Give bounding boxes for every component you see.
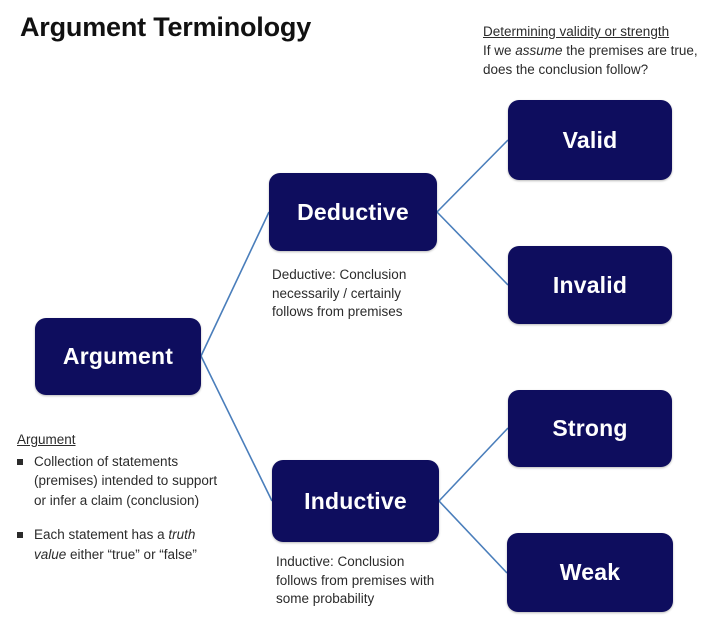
connector-inductive-weak: [438, 500, 508, 574]
node-valid[interactable]: Valid: [508, 100, 672, 180]
validity-note-body: If we assume the premises are true, does…: [483, 41, 727, 79]
list-item-prefix: Each statement has a: [34, 527, 169, 542]
list-item-text: Each statement has a truth value either …: [31, 525, 227, 564]
validity-note-heading: Determining validity or strength: [483, 24, 670, 39]
page-title: Argument Terminology: [20, 12, 312, 42]
connector-deductive-valid: [436, 139, 509, 213]
validity-note-suffix: the premises are true, does the conclusi…: [483, 43, 698, 77]
list-item-prefix: Collection of statements (premises) inte…: [34, 453, 218, 508]
connector-argument-deductive: [200, 211, 270, 357]
list-item-suffix: either “true” or “false”: [66, 546, 197, 562]
validity-note-prefix: If we: [483, 43, 516, 58]
validity-note: Determining validity or strength If we a…: [483, 22, 727, 79]
caption-inductive: Inductive: Conclusion follows from premi…: [276, 554, 435, 606]
connector-inductive-strong: [438, 427, 509, 502]
argument-definition-heading: Argument: [17, 432, 76, 447]
node-deductive[interactable]: Deductive: [269, 173, 437, 251]
list-item: Each statement has a truth value either …: [17, 525, 227, 564]
node-argument[interactable]: Argument: [35, 318, 201, 395]
list-item-emphasis: truth value: [34, 527, 196, 562]
connector-deductive-invalid: [436, 211, 509, 286]
validity-note-emphasis: assume: [515, 43, 563, 58]
argument-definition: Argument Collection of statements (premi…: [17, 430, 227, 564]
node-weak[interactable]: Weak: [507, 533, 673, 612]
list-item-text: Collection of statements (premises) inte…: [31, 452, 227, 511]
list-item: Collection of statements (premises) inte…: [17, 452, 227, 511]
caption-deductive: Deductive: Conclusion necessarily / cert…: [272, 267, 407, 319]
node-inductive[interactable]: Inductive: [272, 460, 439, 542]
square-bullet-icon: [17, 525, 31, 538]
node-strong[interactable]: Strong: [508, 390, 672, 467]
square-bullet-icon: [17, 452, 31, 465]
node-invalid[interactable]: Invalid: [508, 246, 672, 324]
